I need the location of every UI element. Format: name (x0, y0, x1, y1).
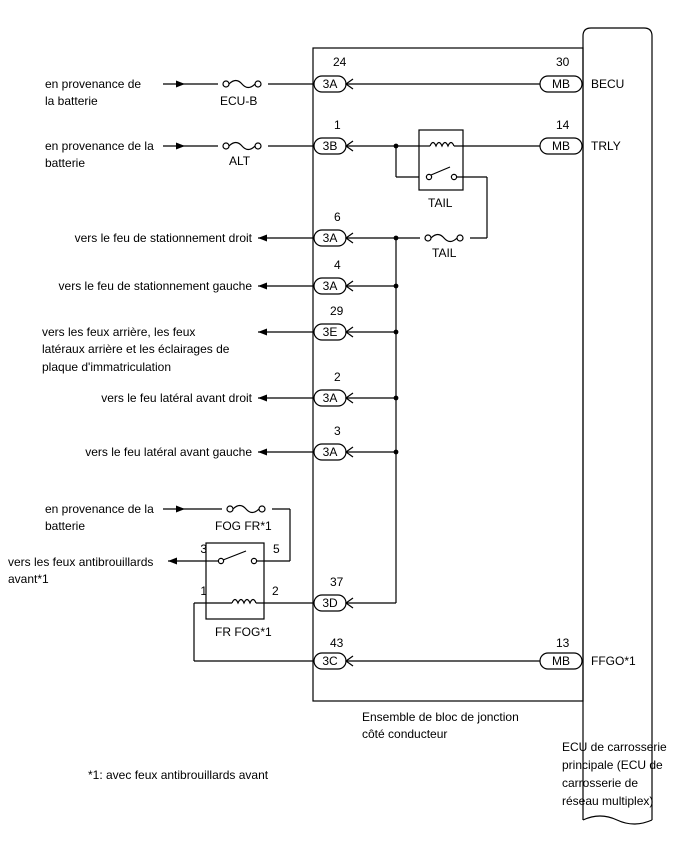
fog-source-line1: en provenance de la (45, 502, 154, 516)
ecu-caption-line2: principale (ECU de (562, 758, 663, 772)
relay-fr-fog-pin5: 5 (273, 542, 280, 556)
svg-text:3B: 3B (323, 139, 338, 153)
relay-fr-fog-pin2: 2 (272, 584, 279, 598)
jb-pin-num-43: 43 (330, 636, 344, 650)
output-park-right: vers le feu de stationnement droit (75, 231, 253, 245)
output-fog-line1: vers les feux antibrouillards (8, 555, 153, 569)
arrow-out-side-left (258, 448, 267, 456)
relay-tail (418, 129, 464, 191)
ecu-pin-num-30: 30 (556, 55, 570, 69)
fuse-fogfr-label: FOG FR*1 (215, 519, 272, 533)
svg-text:3A: 3A (323, 77, 338, 91)
jb-caption-line1: Ensemble de bloc de jonction (362, 710, 519, 724)
jb-pin-num-1: 1 (334, 118, 341, 132)
arrow-in-becu (176, 80, 185, 88)
relay-fr-fog-switch-icon (222, 550, 247, 561)
relay-fr-fog-coil-icon (231, 598, 257, 605)
output-rear-line1: vers les feux arrière, les feux (42, 325, 195, 339)
fuse-ecub-symbol (228, 79, 256, 89)
arrow-in-fog (176, 505, 185, 513)
output-side-left: vers le feu latéral avant gauche (85, 445, 252, 459)
ecu-pin-num-14: 14 (556, 118, 570, 132)
ecu-connector-13 (539, 652, 583, 670)
alt-source-line1: en provenance de la (45, 139, 154, 153)
arrow-out-park-left (258, 282, 267, 290)
ecu-connector-30 (539, 75, 583, 93)
jb-pin-num-2: 2 (334, 370, 341, 384)
fuse-alt-label: ALT (229, 154, 251, 168)
svg-text:3A: 3A (323, 279, 338, 293)
arrow-out-fog (168, 557, 177, 565)
jb-caption-line2: côté conducteur (362, 727, 447, 741)
arrow-out-rear (258, 328, 267, 336)
ecu-caption-line3: carrosserie de (562, 776, 638, 790)
fog-source-line2: batterie (45, 519, 85, 533)
ecu-box-break (582, 815, 653, 825)
becu-source-line2: la batterie (45, 94, 98, 108)
jb-pin-num-37: 37 (330, 575, 344, 589)
svg-text:3A: 3A (323, 445, 338, 459)
relay-tail-label: TAIL (428, 196, 453, 210)
arrow-in-alt (176, 142, 185, 150)
becu-source-line1: en provenance de (45, 77, 141, 91)
jb-pin-num-24: 24 (333, 55, 347, 69)
relay-tail-switch-icon (430, 166, 451, 176)
footnote: *1: avec feux antibrouillards avant (88, 768, 269, 782)
fuse-tail-label: TAIL (432, 246, 457, 260)
output-fog-line2: avant*1 (8, 572, 49, 586)
alt-source-line2: batterie (45, 156, 85, 170)
output-rear-line3: plaque d'immatriculation (42, 360, 171, 374)
svg-text:3D: 3D (322, 596, 338, 610)
ecu-signal-trly: TRLY (591, 139, 621, 153)
jb-pin-num-4: 4 (334, 258, 341, 272)
relay-fr-fog-label: FR FOG*1 (215, 625, 272, 639)
svg-text:3A: 3A (323, 391, 338, 405)
ecu-signal-becu: BECU (591, 77, 624, 91)
ecu-pin-num-13: 13 (556, 636, 570, 650)
relay-fr-fog (205, 542, 265, 620)
ecu-box-outline (582, 27, 653, 820)
ecu-caption-line4: réseau multiplex) (562, 794, 653, 808)
svg-text:3C: 3C (322, 654, 338, 668)
svg-text:MB: MB (552, 77, 570, 91)
jb-pin-num-29: 29 (330, 304, 344, 318)
output-park-left: vers le feu de stationnement gauche (59, 279, 253, 293)
relay-tail-coil-icon (429, 141, 455, 148)
fuse-alt-symbol (228, 141, 256, 151)
fuse-ecub-label: ECU-B (220, 94, 257, 108)
fuse-fogfr-symbol (232, 504, 260, 514)
arrow-out-park-right (258, 234, 267, 242)
jb-pin-num-6: 6 (334, 210, 341, 224)
fuse-tail-symbol (430, 233, 458, 243)
jb-pin-num-3: 3 (334, 424, 341, 438)
output-side-right: vers le feu latéral avant droit (101, 391, 252, 405)
ecu-caption-line1: ECU de carrosserie (562, 740, 667, 754)
relay-fr-fog-pin3: 3 (200, 542, 207, 556)
ecu-signal-ffgo: FFGO*1 (591, 654, 636, 668)
output-rear-line2: latéraux arrière et les éclairages de (42, 342, 230, 356)
svg-text:3E: 3E (323, 325, 338, 339)
svg-text:MB: MB (552, 139, 570, 153)
relay-fr-fog-pin1: 1 (200, 584, 207, 598)
arrow-out-side-right (258, 394, 267, 402)
svg-text:3A: 3A (323, 231, 338, 245)
svg-text:MB: MB (552, 654, 570, 668)
ecu-connector-14 (539, 137, 583, 155)
